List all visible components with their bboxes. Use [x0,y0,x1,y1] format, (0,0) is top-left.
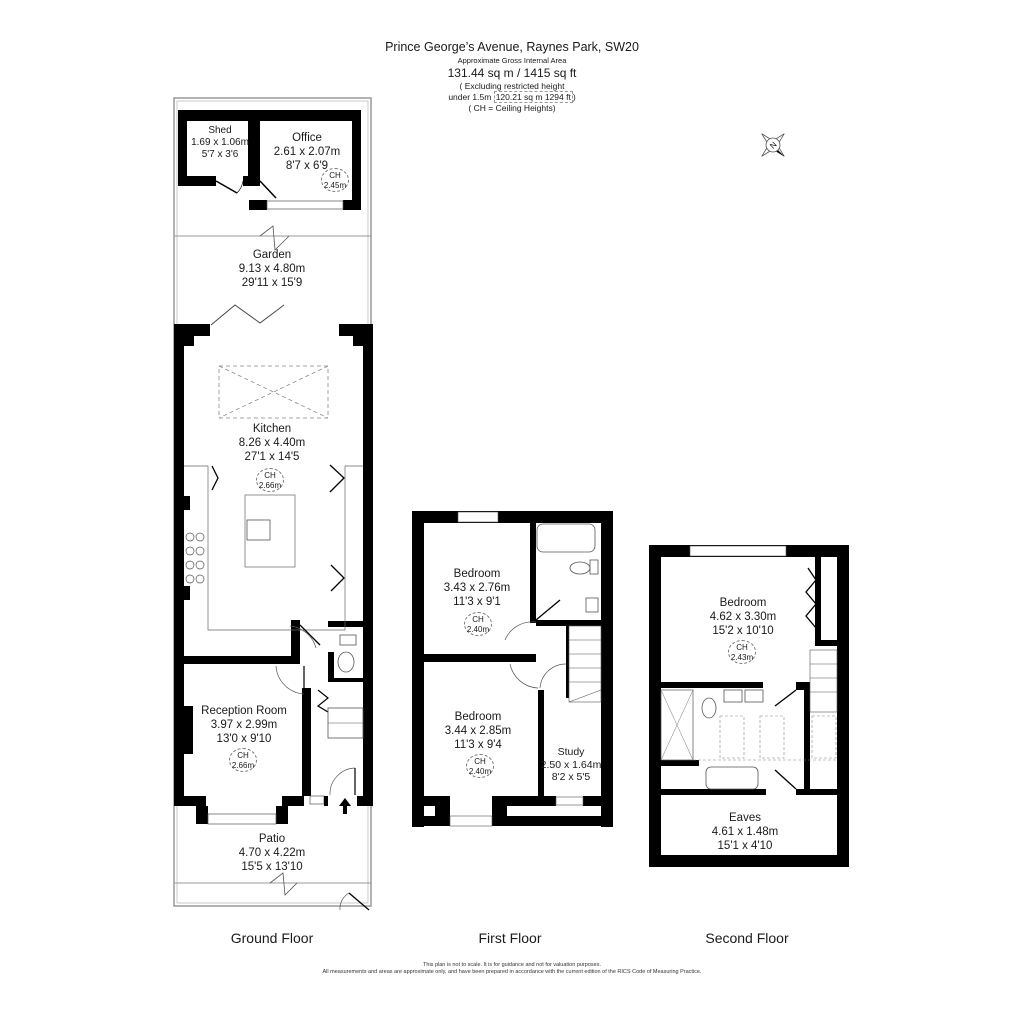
room-metric: 8.26 x 4.40m [238,436,306,449]
floor-title-second: Second Floor [705,930,789,946]
room-name: Bedroom [453,568,501,580]
area-value: 131.44 sq m / 1415 sq ft [447,66,577,80]
kitchen-fixtures [184,365,363,673]
outbuilding [178,110,361,210]
area-label: Approximate Gross Internal Area [457,56,567,65]
excluding-note-line1: ( Excluding restricted height [459,81,565,91]
room-imperial: 8'7 x 6'9 [285,159,329,172]
room-metric: 3.43 x 2.76m [443,581,511,594]
room-name: Kitchen [252,423,292,435]
ch-prefix: CH [472,615,484,624]
room-shed: Shed 1.69 x 1.06m 5'7 x 3'6 [191,125,249,161]
room-name: Bedroom [719,597,767,609]
room-metric: 2.61 x 2.07m [273,145,341,158]
excluding-suffix: ) [572,92,576,102]
excluding-prefix: under 1.5m [448,92,494,102]
room-imperial: 5'7 x 3'6 [201,149,239,160]
excluding-note-line2: under 1.5m 120.21 sq m 1294 ft) [0,91,1024,103]
room-metric: 3.44 x 2.85m [444,724,512,737]
disclaimer-line2: All measurements and areas are approxima… [322,969,702,975]
room-bedroom-second: Bedroom 4.62 x 3.30m 15'2 x 10'10 [710,597,776,638]
disclaimer-line1: This plan is not to scale. It is for gui… [423,962,601,968]
second-floor-plan [649,545,849,867]
room-reception: Reception Room 3.97 x 2.99m 13'0 x 9'10 [201,705,287,746]
room-imperial: 13'0 x 9'10 [216,732,272,745]
ch-prefix: CH [237,751,249,760]
ch-prefix: CH [264,471,276,480]
floor-title-ground: Ground Floor [230,930,314,946]
room-patio: Patio 4.70 x 4.22m 15'5 x 13'10 [239,833,305,874]
room-metric: 4.61 x 1.48m [711,825,779,838]
room-name: Bedroom [454,711,502,723]
room-imperial: 29'11 x 15'9 [241,276,303,289]
property-address: Prince George’s Avenue, Raynes Park, SW2… [385,40,639,54]
room-name: Garden [252,249,292,261]
room-metric: 2.50 x 1.64m [540,758,602,771]
room-name: Shed [208,125,232,136]
ch-value: 2.66m [231,761,255,770]
ch-value: 2.40m [468,767,492,776]
first-floor-plan [412,511,613,827]
ch-prefix: CH [474,757,486,766]
room-imperial: 11'3 x 9'1 [453,595,501,608]
restricted-area-value: 120.21 sq m 1294 ft [493,91,573,103]
ch-value: 2.40m [466,625,490,634]
ch-value: 2.45m [323,181,347,190]
room-name: Patio [258,833,286,845]
room-eaves: Eaves 4.61 x 1.48m 15'1 x 4'10 [712,812,778,853]
room-imperial: 15'5 x 13'10 [241,860,303,873]
room-imperial: 15'2 x 10'10 [712,624,774,637]
room-metric: 3.97 x 2.99m [210,718,278,731]
room-imperial: 8'2 x 5'5 [551,771,591,784]
svg-text:N: N [768,140,779,151]
house-walls [174,324,373,825]
compass-north-icon: N [756,128,790,162]
room-study: Study 2.50 x 1.64m 8'2 x 5'5 [541,746,602,784]
ground-floor-plan [173,97,373,911]
room-metric: 4.70 x 4.22m [238,846,306,859]
ch-value: 2.43m [730,653,754,662]
room-office: Office 2.61 x 2.07m 8'7 x 6'9 [274,132,340,173]
room-kitchen: Kitchen 8.26 x 4.40m 27'1 x 14'5 [239,423,305,464]
room-imperial: 27'1 x 14'5 [244,450,300,463]
room-garden: Garden 9.13 x 4.80m 29'11 x 15'9 [239,249,305,290]
room-imperial: 11'3 x 9'4 [454,738,502,751]
room-metric: 1.69 x 1.06m [191,137,249,148]
ch-value: 2.66m [258,481,282,490]
ceiling-height-legend: ( CH = Ceiling Heights) [468,103,556,113]
floor-title-first: First Floor [478,930,542,946]
room-name: Eaves [729,812,761,824]
room-bedroom-first-rear: Bedroom 3.43 x 2.76m 11'3 x 9'1 [444,568,510,609]
ch-prefix: CH [736,643,748,652]
hallway-stairs [275,665,364,814]
room-metric: 4.62 x 3.30m [709,610,777,623]
room-name: Office [292,132,322,144]
room-name: Study [557,746,585,758]
room-imperial: 15'1 x 4'10 [717,839,773,852]
room-name: Reception Room [201,705,287,717]
ch-prefix: CH [329,171,341,180]
room-bedroom-first-front: Bedroom 3.44 x 2.85m 11'3 x 9'4 [445,711,511,752]
room-metric: 9.13 x 4.80m [238,262,306,275]
